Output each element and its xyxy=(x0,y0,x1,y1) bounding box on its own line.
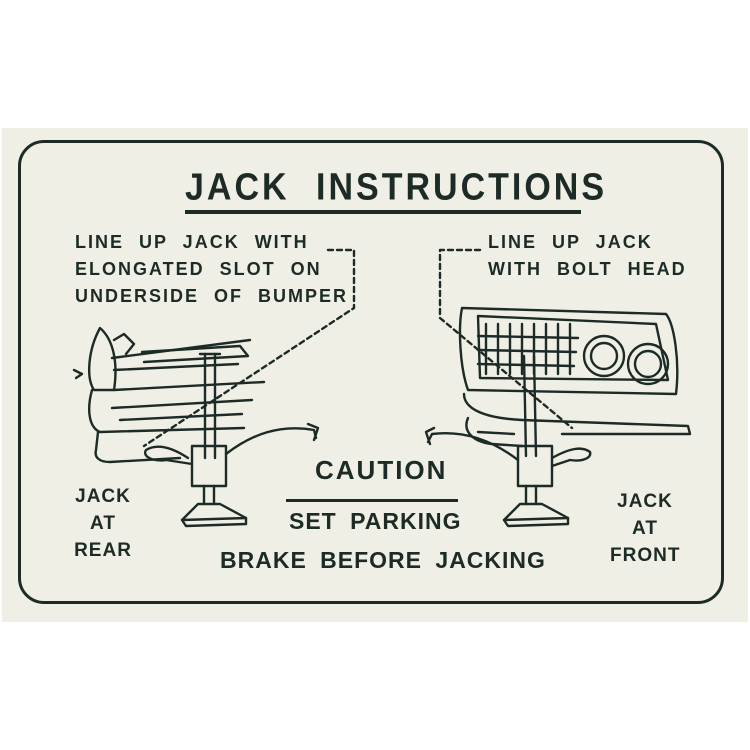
decal-title: JACK INSTRUCTIONS xyxy=(185,166,608,209)
front-label-line: AT xyxy=(632,518,658,539)
rear-jack-drawing xyxy=(143,352,320,528)
jack-at-front-label: JACK AT FRONT xyxy=(610,488,680,569)
rear-leader-line xyxy=(142,248,356,448)
rear-note-line: UNDERSIDE OF BUMPER xyxy=(75,286,349,306)
warning-line-2: BRAKE BEFORE JACKING xyxy=(220,547,546,573)
front-leader-line xyxy=(438,248,574,430)
jack-illustrations xyxy=(72,248,692,528)
caution-underline xyxy=(286,499,458,502)
front-label-line: FRONT xyxy=(610,545,681,566)
rear-label-line: JACK xyxy=(75,486,131,507)
front-note-line: WITH BOLT HEAD xyxy=(488,259,687,279)
title-underline xyxy=(185,210,581,214)
front-jack-drawing xyxy=(424,354,592,528)
rear-label-line: AT xyxy=(90,513,116,534)
rear-label-line: REAR xyxy=(74,540,132,561)
front-jack-note: LINE UP JACK WITH BOLT HEAD xyxy=(488,229,687,283)
rear-jack-note: LINE UP JACK WITH ELONGATED SLOT ON UNDE… xyxy=(75,229,348,310)
front-label-line: JACK xyxy=(617,491,673,512)
warning-line-1: SET PARKING xyxy=(289,508,462,534)
front-car-drawing xyxy=(458,306,692,448)
jack-instructions-decal: JACK INSTRUCTIONS LINE UP JACK WITH ELON… xyxy=(2,128,748,622)
rear-car-drawing xyxy=(72,326,266,464)
caution-heading: CAUTION xyxy=(315,455,448,485)
decal-border xyxy=(18,140,724,604)
front-note-line: LINE UP JACK xyxy=(488,232,653,252)
rear-note-line: LINE UP JACK WITH xyxy=(75,232,309,252)
jack-at-rear-label: JACK AT REAR xyxy=(72,483,134,564)
rear-note-line: ELONGATED SLOT ON xyxy=(75,259,322,279)
